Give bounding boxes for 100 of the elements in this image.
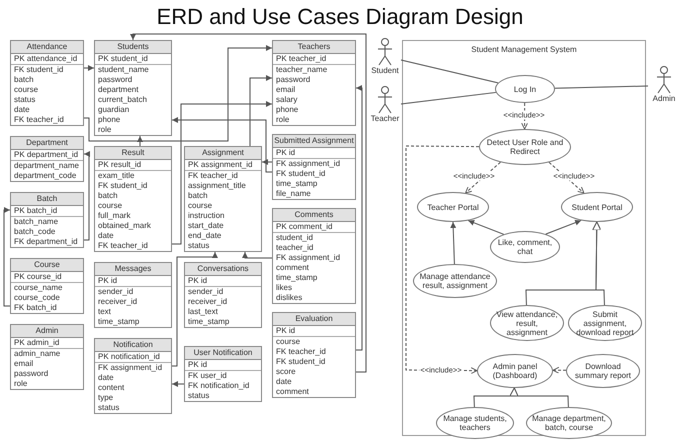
table-field: receiver_id [185, 297, 261, 307]
table-field: FK student_id [11, 65, 83, 75]
arrow [262, 159, 272, 165]
table-field: phone [273, 105, 355, 115]
entity-table [184, 262, 262, 328]
table-field: FK student_id [273, 169, 355, 179]
table-field: department [95, 85, 171, 95]
table-field: FK assignment_id [95, 363, 171, 373]
arrow [356, 85, 362, 350]
table-field: PK comment_id [273, 222, 355, 233]
entity-table [184, 346, 262, 402]
use-case-label: Student Portal [572, 202, 622, 212]
use-case-label: Log In [514, 84, 536, 94]
arrow [172, 381, 184, 387]
table-field: PK admin_id [11, 338, 83, 349]
table-header: Teachers [273, 41, 355, 54]
entity-table [10, 258, 84, 314]
table-field: guardian [95, 105, 171, 115]
table-field: PK batch_id [11, 206, 83, 217]
table-field: PK attendance_id [11, 54, 83, 65]
table-field: time_stamp [95, 317, 171, 327]
table-field: salary [273, 95, 355, 105]
table-field: email [11, 359, 83, 369]
table-field: FK teacher_id [11, 115, 83, 125]
table-field: comment [273, 387, 355, 397]
table-field: date [11, 105, 83, 115]
use-case-label: Like, comment, chat [496, 238, 554, 256]
table-field: PK id [273, 148, 355, 159]
table-field: FK teacher_id [185, 171, 261, 181]
table-field: type [95, 393, 171, 403]
table-field: password [11, 369, 83, 379]
table-header: Result [95, 147, 171, 160]
table-field: score [273, 367, 355, 377]
actor-label: Student [371, 66, 399, 76]
arrow [406, 146, 480, 374]
table-field: FK user_id [185, 371, 261, 381]
table-field: batch_name [11, 217, 83, 227]
entity-table [272, 134, 356, 200]
use-case-label: View attendance, result, assignment [495, 310, 559, 336]
use-case-label: Teacher Portal [427, 202, 479, 212]
arrow [468, 220, 504, 235]
arrow [450, 222, 456, 264]
table-field: FK batch_id [11, 303, 83, 313]
table-field: teacher_id [273, 243, 355, 253]
table-header: User Notification [185, 347, 261, 360]
use-case-ellipse [495, 75, 555, 103]
arrow [548, 162, 584, 194]
arrow [4, 207, 10, 306]
entity-table [10, 324, 84, 390]
table-field: exam_title [95, 171, 171, 181]
table-field: FK assignment_id [273, 253, 355, 263]
table-field: content [95, 383, 171, 393]
entity-table [10, 192, 84, 248]
entity-table [272, 208, 356, 304]
table-header: Submitted Assignment [273, 135, 355, 148]
table-header: Course [11, 259, 83, 272]
table-field: PK id [95, 276, 171, 287]
use-case-label: Manage attendance result, assignment [418, 272, 492, 290]
table-field: email [273, 85, 355, 95]
table-field: date [95, 373, 171, 383]
use-case-label: Manage department, batch, course [532, 414, 606, 432]
connector-line [400, 92, 496, 104]
table-field: admin_name [11, 349, 83, 359]
arrow [545, 220, 582, 235]
use-case-label: Admin panel (Dashboard) [492, 362, 538, 380]
table-field: course [95, 201, 171, 211]
table-field: course [185, 201, 261, 211]
table-field: FK assignment_id [273, 159, 355, 169]
table-field: PK assignment_id [185, 160, 261, 171]
entity-table [94, 262, 172, 328]
entity-table [272, 312, 356, 398]
table-field: role [273, 115, 355, 125]
table-field: course [273, 337, 355, 347]
table-field: student_id [273, 233, 355, 243]
arrow [552, 366, 567, 374]
table-field: FK department_id [11, 237, 83, 247]
connector-line [554, 86, 648, 89]
table-field: batch [95, 191, 171, 201]
use-case-ellipse [568, 305, 642, 341]
table-field: time_stamp [273, 179, 355, 189]
table-field: time_stamp [185, 317, 261, 327]
table-field: PK notification_id [95, 352, 171, 363]
table-field: FK teacher_id [95, 241, 171, 251]
table-field: PK result_id [95, 160, 171, 171]
arrow [84, 151, 90, 240]
table-field: comment [273, 263, 355, 273]
table-field: PK student_id [95, 54, 171, 65]
table-field: assignment_title [185, 181, 261, 191]
table-field: current_batch [95, 95, 171, 105]
table-header: Students [95, 41, 171, 54]
arrow [84, 65, 94, 71]
table-field: course_name [11, 283, 83, 293]
table-field: phone [95, 115, 171, 125]
table-field: full_mark [95, 211, 171, 221]
table-field: start_date [185, 221, 261, 231]
arrow [465, 162, 501, 194]
table-field: sender_id [185, 287, 261, 297]
system-boundary [402, 40, 646, 436]
arrow [172, 252, 218, 366]
table-field: FK student_id [95, 181, 171, 191]
